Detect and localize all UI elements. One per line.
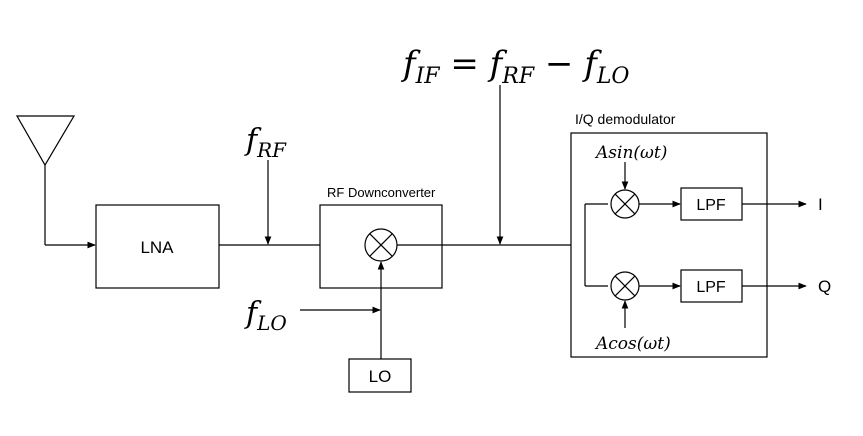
lo-label: LO	[369, 367, 392, 386]
lpf-i-label: LPF	[696, 197, 726, 214]
lpf-q-block: LPF	[680, 269, 743, 303]
rf-downconverter-label: RF Downconverter	[327, 185, 436, 200]
i-mixer-icon	[610, 189, 640, 219]
iq-demodulator-label: I/Q demodulator	[575, 111, 676, 127]
if-equation: fIF = fRF − fLO	[400, 44, 629, 89]
q-mixer-icon	[610, 271, 640, 301]
acos-label: Acos(ωt)	[594, 334, 671, 354]
asin-label: Asin(ωt)	[594, 143, 667, 163]
i-output-label: I	[818, 195, 823, 214]
lo-block: LO	[348, 358, 412, 393]
iq-demodulator-block: I/Q demodulator Asin(ωt) Acos(ωt) LPF	[570, 111, 768, 358]
antenna-icon	[15, 115, 96, 249]
rf-mixer-icon	[364, 228, 398, 262]
lna-label: LNA	[140, 238, 174, 257]
lna-block: LNA	[95, 204, 220, 289]
lpf-q-label: LPF	[696, 279, 726, 296]
f-lo-label: fLO	[244, 296, 287, 335]
q-output-label: Q	[818, 277, 831, 296]
lpf-i-block: LPF	[680, 187, 743, 221]
f-rf-label: fRF	[244, 123, 287, 162]
